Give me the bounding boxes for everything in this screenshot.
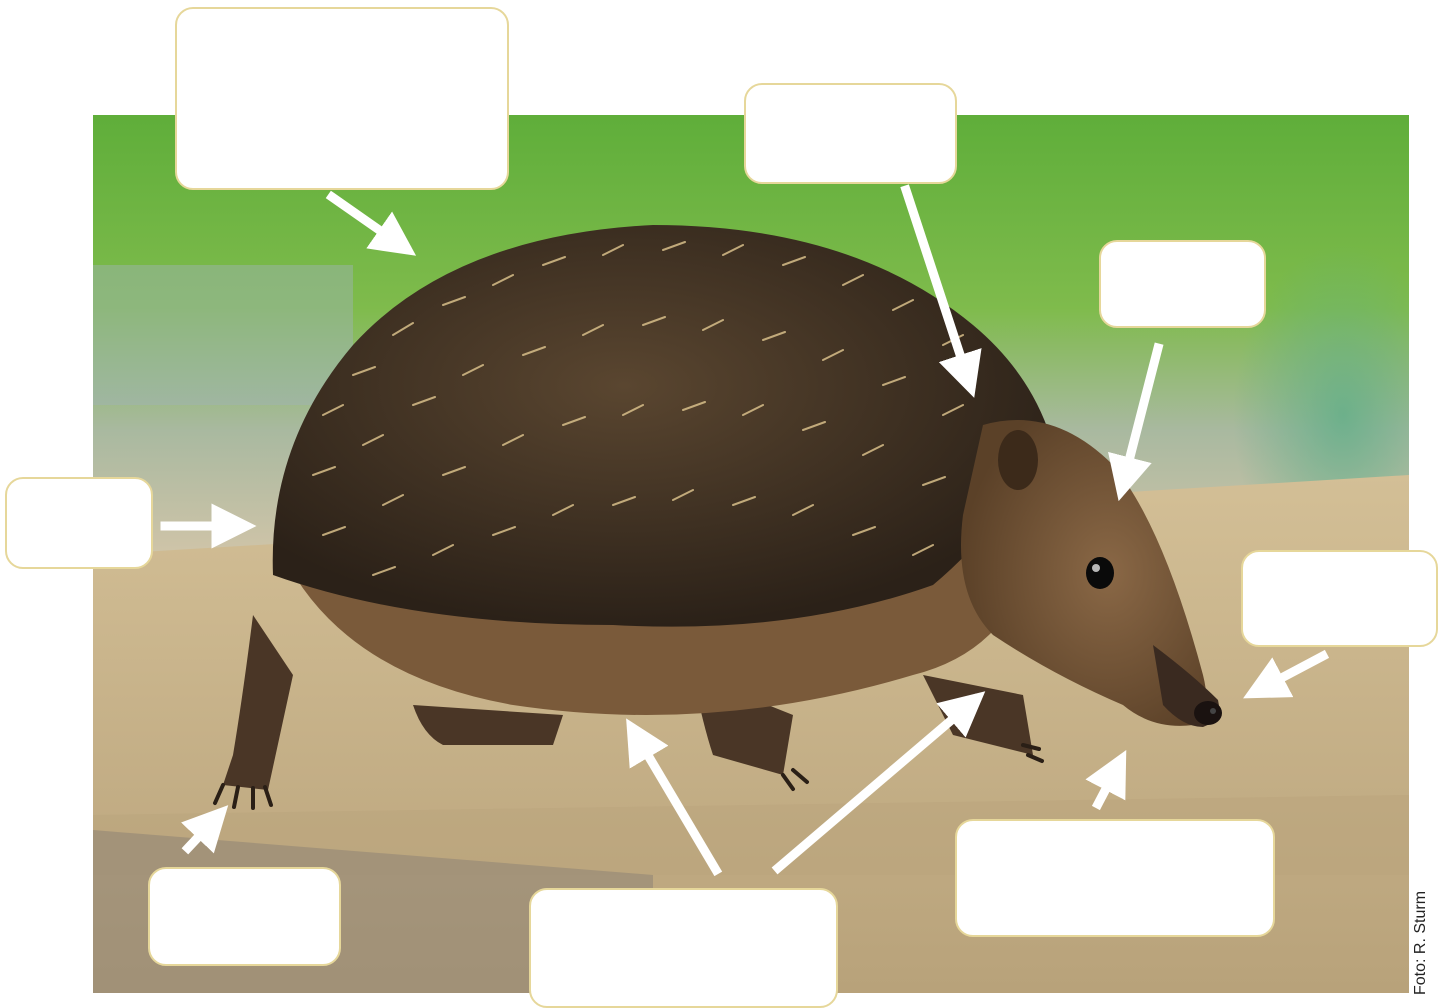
label-box-claws[interactable] — [148, 867, 341, 966]
label-box-ear[interactable] — [744, 83, 957, 184]
label-box-spines[interactable] — [175, 7, 509, 190]
label-box-eye[interactable] — [1099, 240, 1266, 328]
label-box-whiskers[interactable] — [955, 819, 1275, 937]
photo-credit: Foto: R. Sturm — [1412, 891, 1430, 995]
label-box-snout[interactable] — [1241, 550, 1438, 647]
label-box-tail[interactable] — [5, 477, 153, 569]
label-box-legs-fur[interactable] — [529, 888, 838, 1008]
